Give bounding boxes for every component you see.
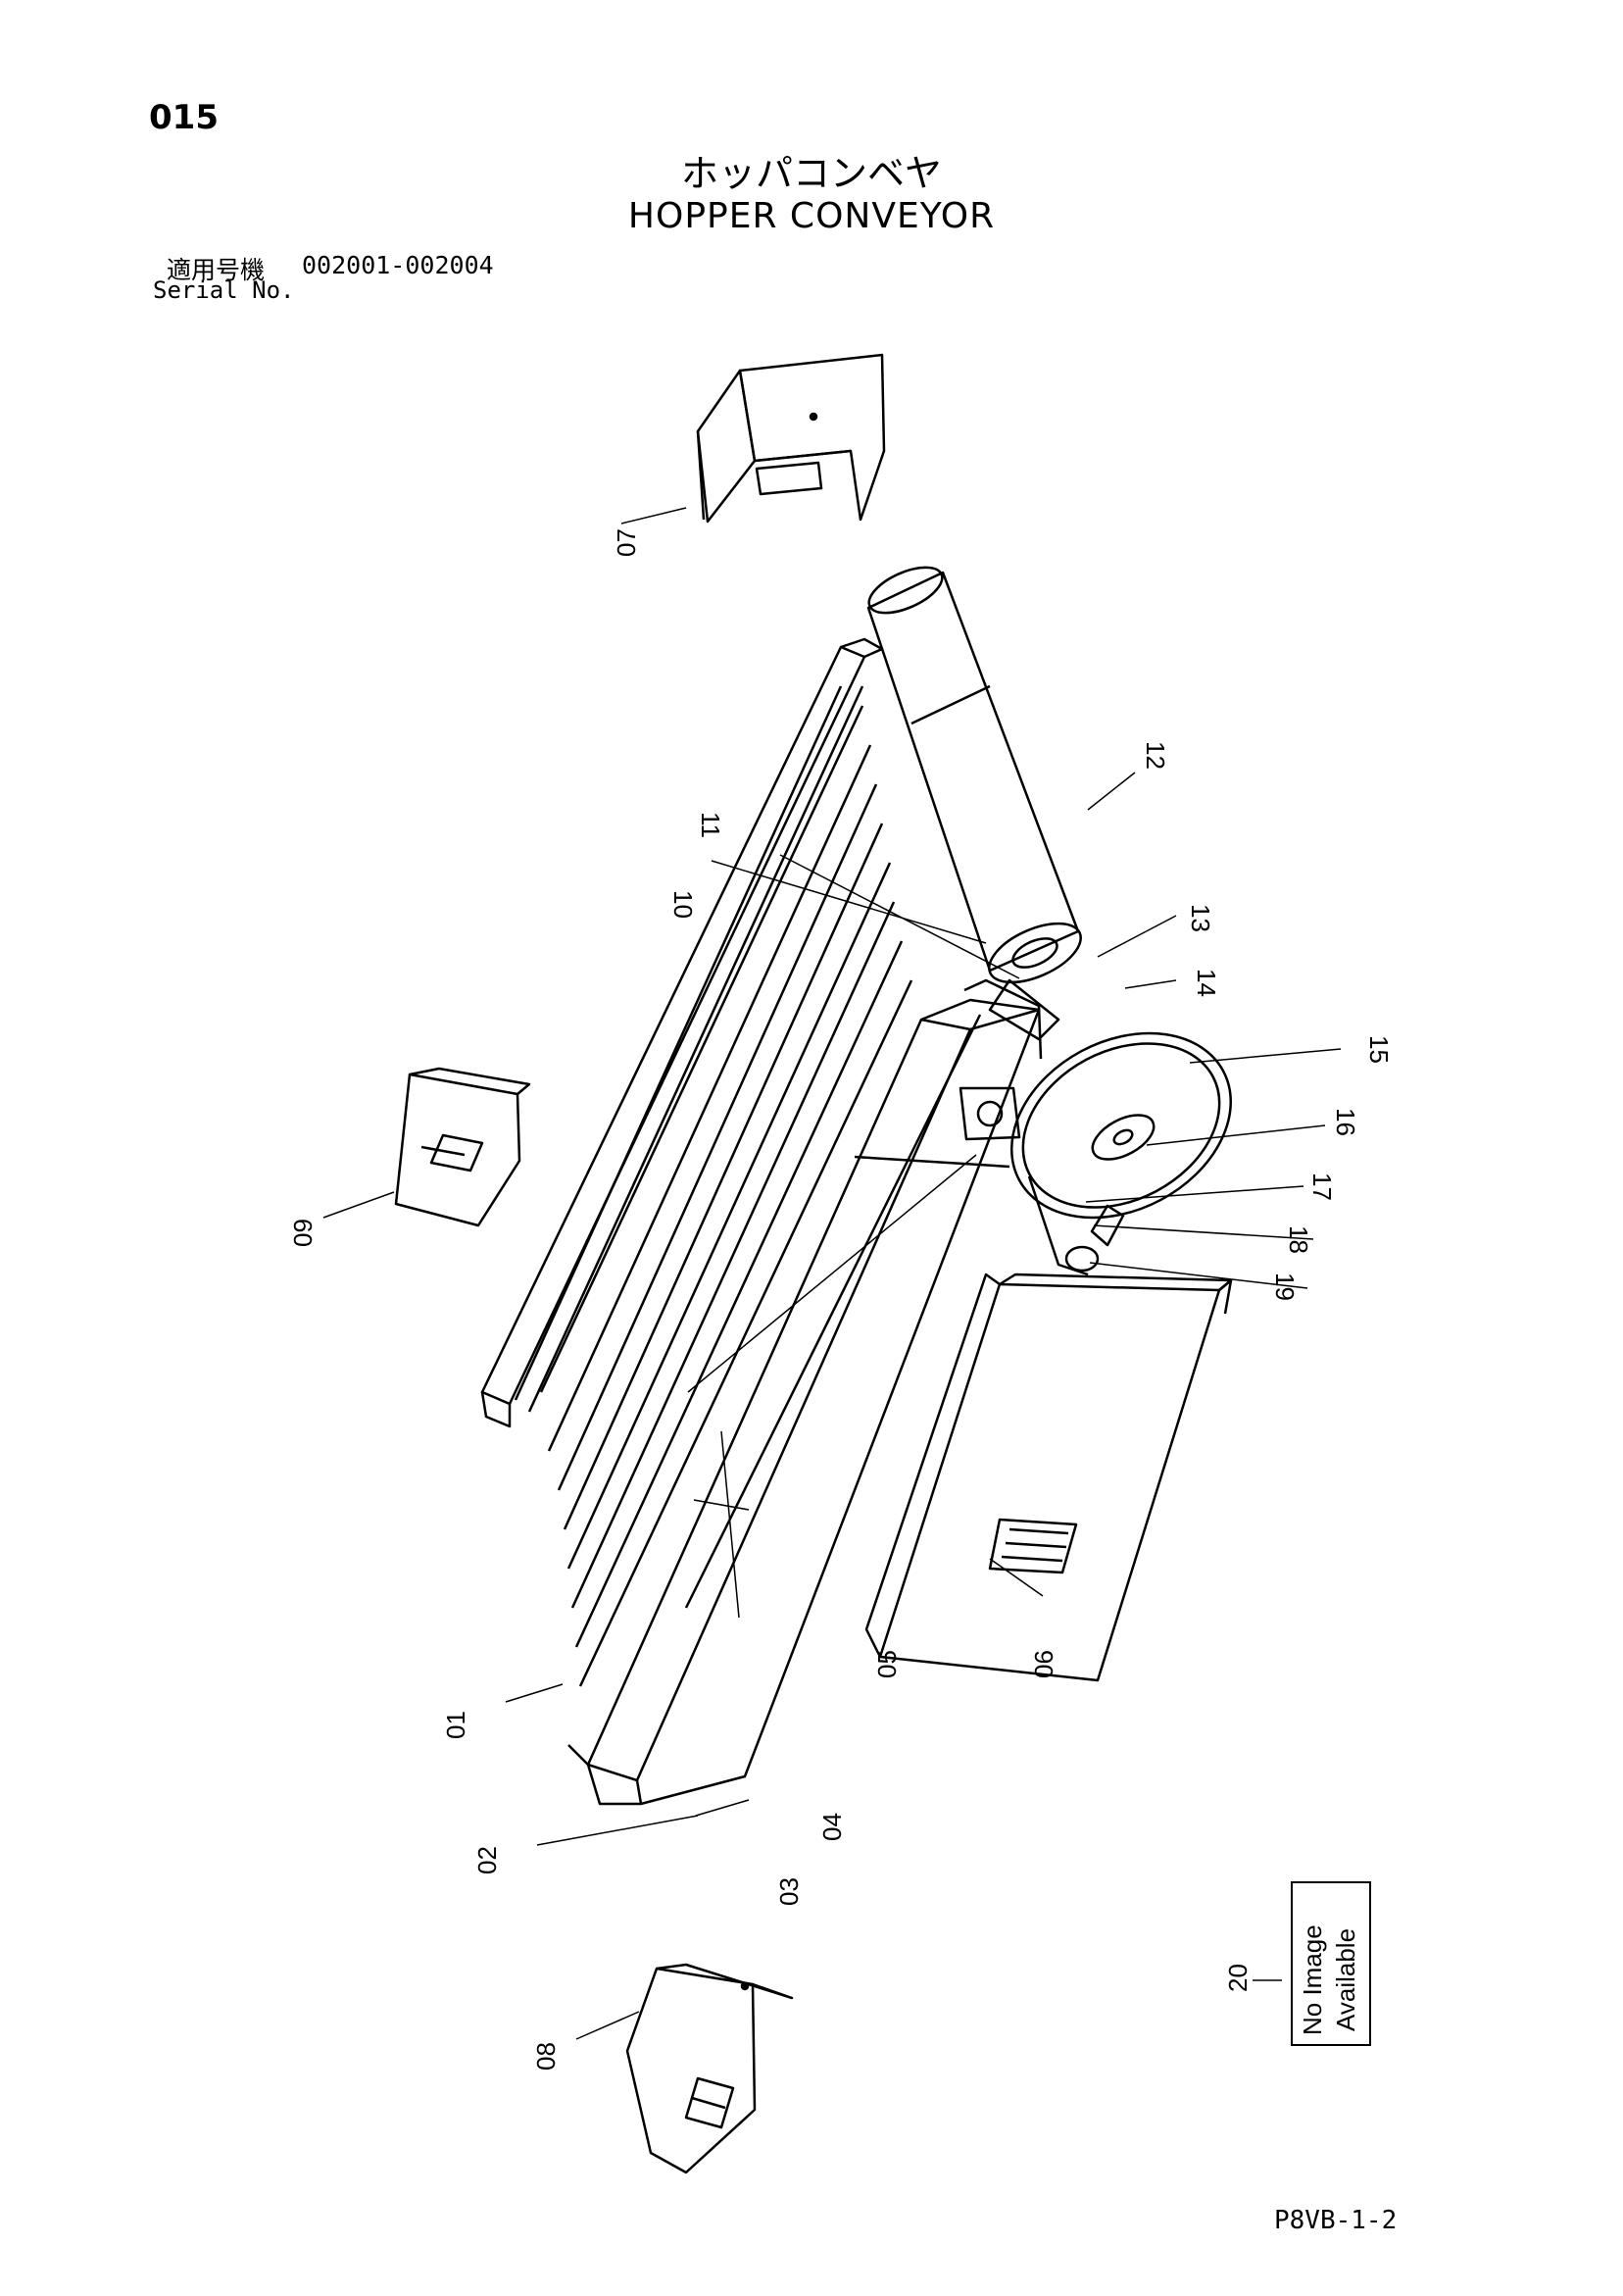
callout-20: 20	[1223, 1964, 1253, 1992]
part-12-drum-roller	[866, 566, 1082, 1041]
page-title-english: HOPPER CONVEYOR	[627, 196, 996, 236]
conveyor-frame	[480, 637, 1043, 1806]
callout-06: 06	[1029, 1650, 1058, 1678]
page-number: 015	[149, 98, 219, 137]
callout-03: 03	[774, 1877, 804, 1906]
callout-09: 09	[288, 1219, 318, 1247]
callout-11: 11	[696, 812, 725, 838]
callout-15: 15	[1364, 1035, 1394, 1064]
no-image-box: No Image Available	[1291, 1881, 1371, 2046]
callout-14: 14	[1192, 969, 1221, 997]
part-06-housing	[864, 1273, 1233, 1682]
callout-02: 02	[472, 1846, 502, 1874]
no-image-line2: Available	[1331, 1928, 1360, 2031]
callout-05: 05	[872, 1650, 902, 1678]
callout-18: 18	[1284, 1225, 1313, 1254]
belt-drive-assembly	[1010, 1031, 1232, 1276]
page-title-japanese: ホッパコンベヤ	[680, 152, 942, 195]
serial-label-japanese: 適用号機	[167, 256, 266, 284]
callout-19: 19	[1270, 1273, 1300, 1301]
serial-label-english: Serial No.	[153, 276, 295, 304]
callout-16: 16	[1331, 1108, 1360, 1136]
no-image-line1: No Image	[1298, 1924, 1327, 2035]
callout-01: 01	[441, 1711, 470, 1739]
callout-12: 12	[1141, 741, 1170, 770]
document-code: P8VB-1-2	[1274, 2206, 1398, 2235]
callout-labels: 01 02 03 04 05 06 07 08 09 10 11 12 13 1…	[288, 528, 1394, 2071]
part-07-top-cover	[696, 353, 886, 524]
callout-07: 07	[612, 528, 641, 557]
callout-13: 13	[1186, 904, 1215, 932]
part-08-lower-cover	[625, 1963, 794, 2174]
callout-04: 04	[817, 1813, 847, 1841]
callout-08: 08	[531, 2042, 561, 2071]
callout-17: 17	[1307, 1173, 1337, 1201]
part-09-side-cover	[394, 1067, 531, 1227]
callout-10: 10	[668, 890, 698, 919]
leader-lines	[322, 507, 1342, 2040]
serial-range: 002001-002004	[302, 251, 494, 279]
